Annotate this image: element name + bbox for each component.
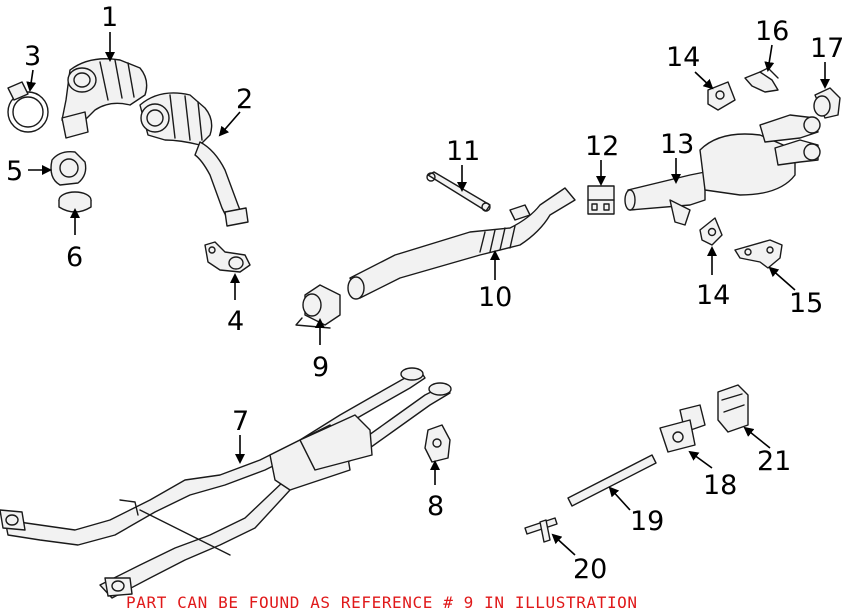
part-3-clamp[interactable] <box>7 81 49 133</box>
part-17-tailpipe-tip[interactable] <box>813 87 841 119</box>
callout-labels: 1 2 3 4 5 6 7 8 9 10 11 12 13 14 14 15 1… <box>6 2 844 585</box>
callout-1: 1 <box>101 2 118 33</box>
callout-13: 13 <box>660 129 694 160</box>
callout-12: 12 <box>585 131 619 162</box>
part-21-control-valve[interactable] <box>717 384 749 433</box>
part-1-catalytic-converter[interactable] <box>61 58 148 139</box>
callout-3: 3 <box>24 41 41 72</box>
callout-4: 4 <box>227 306 244 337</box>
part-10-intermediate-pipe[interactable] <box>347 187 576 300</box>
callout-7: 7 <box>232 406 249 437</box>
callout-15: 15 <box>789 288 823 319</box>
part-4-flange-gasket[interactable] <box>204 241 251 273</box>
part-15-bracket[interactable] <box>734 239 783 269</box>
part-2-catalytic-converter-downpipe[interactable] <box>139 92 249 227</box>
callout-20: 20 <box>573 554 607 585</box>
callout-10: 10 <box>478 282 512 313</box>
part-14-rubber-mount-upper[interactable] <box>707 81 736 111</box>
part-19-vacuum-hose[interactable] <box>567 454 657 507</box>
part-9-resonator[interactable] <box>295 284 341 329</box>
callout-11: 11 <box>446 136 480 167</box>
callout-6: 6 <box>66 242 83 273</box>
part-11-support-strap[interactable] <box>426 171 491 212</box>
part-16-clip[interactable] <box>744 67 779 93</box>
callout-21: 21 <box>757 446 791 477</box>
callout-16: 16 <box>755 16 789 47</box>
callout-14a: 14 <box>666 42 700 73</box>
callout-2: 2 <box>236 84 253 115</box>
callout-19: 19 <box>630 506 664 537</box>
reference-note: PART CAN BE FOUND AS REFERENCE # 9 IN IL… <box>126 593 638 612</box>
part-12-clamp[interactable] <box>587 185 615 215</box>
callout-8: 8 <box>427 491 444 522</box>
leader-lines <box>26 32 830 556</box>
callout-14b: 14 <box>696 280 730 311</box>
callout-5: 5 <box>6 156 23 187</box>
part-13-rear-muffler[interactable] <box>624 114 821 226</box>
part-8-hanger[interactable] <box>424 424 451 463</box>
part-5-gasket[interactable] <box>50 150 87 186</box>
callout-9: 9 <box>312 352 329 383</box>
part-14-rubber-mount-lower[interactable] <box>699 217 723 246</box>
callout-17: 17 <box>810 33 844 64</box>
part-7-front-pipe-assembly[interactable] <box>0 367 452 599</box>
part-6-seal-ring[interactable] <box>58 191 92 213</box>
part-20-tee-connector[interactable] <box>524 517 558 543</box>
callout-18: 18 <box>703 470 737 501</box>
part-18-vacuum-valve[interactable] <box>659 404 706 453</box>
